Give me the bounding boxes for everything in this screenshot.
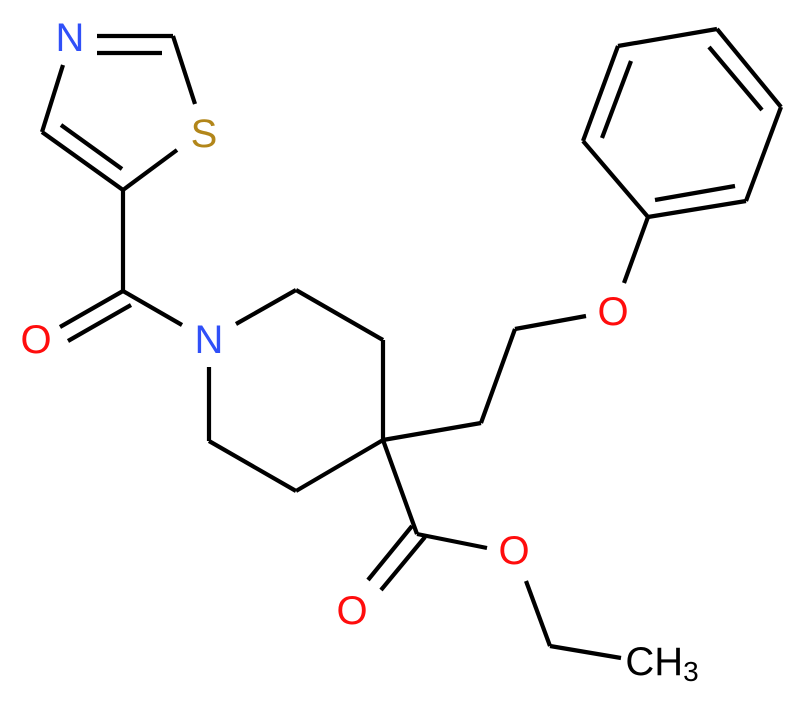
bond-o-phenyl	[622, 216, 650, 284]
bond-c5-c6	[207, 439, 298, 493]
ester-carbonyl-oxygen-label: O	[336, 589, 367, 633]
bond-ph-2-3	[581, 45, 620, 142]
bond-c4-c5	[294, 438, 385, 493]
bond-ph-6-1	[647, 198, 747, 220]
bond-c4-ester-c	[381, 439, 419, 535]
bond-carbonyl-o-inner	[66, 303, 133, 343]
methyl-ch: CH	[625, 640, 683, 684]
ether-oxygen-label: O	[597, 290, 628, 334]
thiazole-sulfur-label: S	[191, 112, 218, 156]
bond-ch2a-ch2b	[479, 328, 517, 424]
thiazole-nitrogen-label: N	[56, 16, 85, 60]
bond-ester-c-oether	[416, 531, 488, 551]
phenyl-ring	[581, 26, 783, 220]
ethyl-ester	[366, 439, 622, 661]
thiazole-ring	[39, 33, 197, 192]
bond-ph-1-2	[581, 139, 650, 219]
bond-ph-5-6	[744, 106, 783, 202]
atom-labels: N S O N O O O CH3	[20, 16, 698, 687]
bond-ph-3-4	[617, 26, 718, 49]
bond-ester-c-o	[366, 524, 414, 582]
bond-ph-2-3-inner	[600, 60, 633, 139]
bond-oether-ch2	[524, 580, 552, 647]
bond-carbonyl-n	[121, 289, 184, 327]
methyl-subscript: 3	[683, 656, 699, 687]
bond-c2-c3	[294, 288, 385, 342]
bond-ch2-ch3	[549, 643, 622, 661]
ester-oxygen-label: O	[498, 529, 529, 573]
bond-n-c2	[234, 288, 298, 326]
amide-oxygen-label: O	[20, 318, 51, 362]
bond-ch2b-o	[514, 313, 587, 332]
bond-carbonyl-o	[58, 289, 125, 329]
bond-ph-6-1-inner	[654, 183, 736, 203]
bond-ester-c-o-inner	[379, 535, 427, 592]
amide-group	[58, 190, 184, 343]
phenoxyethyl-chain	[382, 216, 650, 443]
bond-c4-ch2a	[382, 420, 482, 443]
piperidine-nitrogen-label: N	[195, 318, 224, 362]
methyl-label: CH3	[625, 640, 698, 687]
bond-ph-4-5	[715, 27, 783, 109]
bond-s1-c5	[121, 148, 179, 192]
bond-c5-c4	[40, 130, 125, 192]
piperidine-ring	[206, 288, 386, 493]
bond-c2-s1	[171, 35, 197, 105]
bond-ph-4-5-inner	[707, 45, 764, 112]
bond-c4-n3	[39, 64, 66, 133]
bond-c5-c4-inner	[59, 123, 124, 171]
